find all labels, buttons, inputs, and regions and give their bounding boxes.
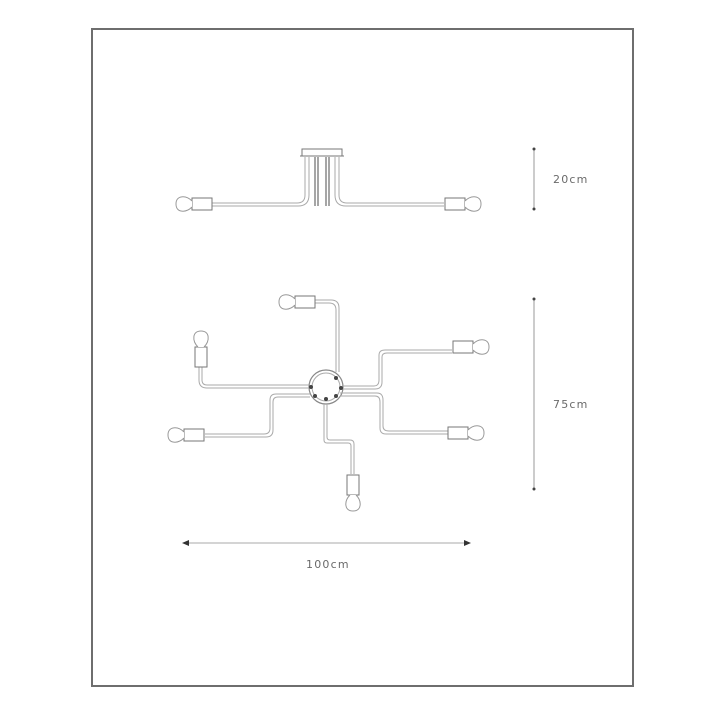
height-dimension	[532, 147, 536, 211]
bulb-left-up	[193, 330, 209, 368]
height-dimension-label: 20cm	[553, 173, 589, 186]
side-view	[175, 148, 482, 212]
width-dimension	[182, 540, 471, 546]
bulb-right	[444, 196, 482, 212]
bulb-bottom	[345, 474, 361, 512]
canopy	[301, 148, 343, 157]
width-dimension-label: 100cm	[306, 558, 350, 571]
bulb-left-down	[167, 427, 205, 443]
top-view	[198, 299, 452, 474]
bulb-top	[278, 294, 316, 310]
bulb-right-up	[452, 339, 490, 355]
bulb-left	[175, 196, 213, 212]
depth-dimension-label: 75cm	[553, 398, 589, 411]
bulb-right-down	[447, 425, 485, 441]
depth-dimension	[532, 297, 536, 491]
drawing-frame	[91, 28, 634, 687]
